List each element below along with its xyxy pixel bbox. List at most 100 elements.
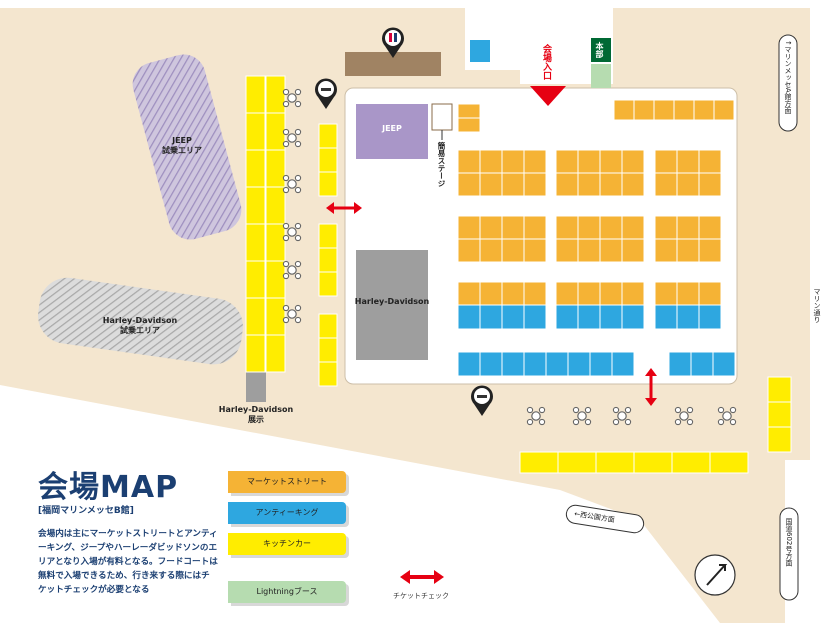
- market-booth: [676, 215, 700, 240]
- market-booth: [555, 238, 579, 263]
- antique-booth: [621, 304, 645, 330]
- market-booth: [501, 149, 525, 174]
- harley-booth-label: Harley-Davidson: [354, 297, 430, 306]
- direction-pill-nishi-park: [565, 504, 645, 534]
- stage-label: 簡易ステージ: [437, 142, 446, 187]
- map-description: 会場内は主にマーケットストリートとアンティーキング、ジープやハーレーダビッドソン…: [38, 529, 218, 595]
- antique-booth: [457, 304, 481, 330]
- market-booth: [599, 281, 623, 306]
- harley-booth: [356, 250, 428, 360]
- market-booth: [654, 215, 678, 240]
- antique-booth: [668, 351, 692, 377]
- entrance-label: 会場入口: [541, 44, 551, 80]
- legend-kitchen-car: キッチンカー: [228, 533, 346, 555]
- market-booth: [676, 281, 700, 306]
- market-booth: [621, 149, 645, 174]
- market-booth: [479, 172, 503, 197]
- market-booth: [457, 172, 481, 197]
- market-booth: [577, 281, 601, 306]
- market-booth: [457, 215, 481, 240]
- kitchen-car-booth: [265, 112, 286, 151]
- kitchen-car-booth: [318, 147, 338, 173]
- stage-box: [431, 103, 453, 131]
- kitchen-car-booth: [245, 186, 266, 225]
- kitchen-car-booth: [767, 376, 792, 403]
- market-booth: [457, 103, 481, 119]
- market-booth: [599, 215, 623, 240]
- kitchen-car-booth: [245, 334, 266, 373]
- market-booth: [555, 172, 579, 197]
- market-booth: [673, 99, 695, 121]
- kitchen-car-booth: [318, 223, 338, 249]
- market-booth: [713, 99, 735, 121]
- market-booth: [613, 99, 635, 121]
- market-booth: [501, 281, 525, 306]
- direction-pill-a-hall: [778, 34, 798, 132]
- market-booth: [479, 281, 503, 306]
- legend-ticket-arrow: [400, 570, 444, 584]
- market-booth: [676, 149, 700, 174]
- market-booth: [555, 281, 579, 306]
- harley-display-label: Harley-Davidson 展示: [218, 405, 294, 424]
- ticket-check-arrow-west: [326, 202, 362, 214]
- antique-booth: [555, 304, 579, 330]
- jeep-booth: [356, 104, 428, 159]
- market-booth: [501, 172, 525, 197]
- market-booth: [523, 215, 547, 240]
- market-booth: [457, 149, 481, 174]
- jeep-booth-label: JEEP: [382, 124, 402, 133]
- direction-marine-street: マリン通り: [813, 288, 821, 323]
- antique-booth: [479, 351, 503, 377]
- legend-ticket-check-label: チケットチェック: [393, 592, 449, 600]
- market-booth: [599, 172, 623, 197]
- market-booth: [501, 215, 525, 240]
- kitchen-car-booth: [633, 451, 673, 474]
- market-booth: [621, 215, 645, 240]
- market-booth: [654, 281, 678, 306]
- kitchen-car-booth: [245, 112, 266, 151]
- kitchen-car-booth: [318, 337, 338, 363]
- market-booth: [653, 99, 675, 121]
- market-booth: [457, 117, 481, 133]
- headquarters-box: [591, 38, 611, 62]
- lightning-booth: [591, 64, 611, 88]
- antique-booth: [523, 304, 547, 330]
- antique-booth: [654, 304, 678, 330]
- antique-booth: [589, 351, 613, 377]
- kitchen-car-booth: [245, 149, 266, 188]
- kitchen-car-booth: [265, 75, 286, 114]
- kitchen-car-booth: [265, 223, 286, 262]
- market-booth: [555, 215, 579, 240]
- kitchen-car-booth: [595, 451, 635, 474]
- market-booth: [621, 172, 645, 197]
- entrance-arrow: [530, 86, 566, 106]
- market-booth: [698, 215, 722, 240]
- kitchen-car-booth: [245, 223, 266, 262]
- market-booth: [523, 172, 547, 197]
- jeep-trial-label: JEEP 試乗エリア: [162, 136, 202, 155]
- market-booth: [698, 172, 722, 197]
- market-booth: [457, 281, 481, 306]
- market-booth: [523, 281, 547, 306]
- antique-booth: [567, 351, 591, 377]
- kitchen-car-booth: [318, 271, 338, 297]
- market-booth: [698, 281, 722, 306]
- kitchen-car-booth: [245, 260, 266, 299]
- legend-market-label: マーケットストリート: [247, 477, 327, 486]
- antique-booth-top: [470, 40, 490, 62]
- harley-display-booth: [246, 370, 266, 402]
- harley-trial-label: Harley-Davidson 試乗エリア: [102, 316, 178, 335]
- direction-pill-route602: [779, 507, 799, 601]
- kitchen-car-booth: [767, 401, 792, 428]
- kitchen-car-booth: [318, 313, 338, 339]
- market-booth: [479, 149, 503, 174]
- antique-booth: [611, 351, 635, 377]
- kitchen-car-booth: [265, 334, 286, 373]
- antique-booth: [599, 304, 623, 330]
- kitchen-car-booth: [671, 451, 711, 474]
- kitchen-car-booth: [265, 297, 286, 336]
- market-street-booths: [457, 99, 736, 377]
- kitchen-car-booth: [318, 171, 338, 197]
- kitchen-car-booth: [318, 247, 338, 273]
- kitchen-car-booth: [767, 426, 792, 453]
